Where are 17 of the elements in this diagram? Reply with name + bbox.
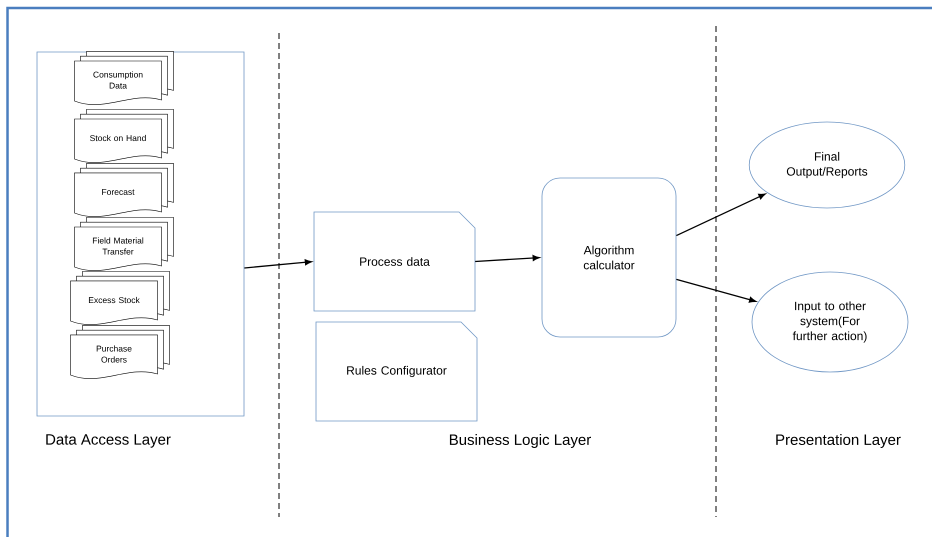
arrow — [676, 193, 766, 236]
document-stack: Excess Stock — [70, 271, 170, 325]
arrow — [475, 255, 540, 262]
layer-label: Business Logic Layer — [450, 434, 591, 448]
document-stack: Consumption Data — [74, 51, 174, 105]
document-stack: Field Material Transfer — [74, 217, 174, 271]
document-stack: Forecast — [74, 163, 174, 217]
arrow — [676, 278, 756, 303]
process-box: Rules Configurator — [316, 322, 478, 422]
arrow — [244, 259, 312, 269]
document-stack: Purchase Orders — [70, 325, 170, 379]
layer-label: Data Access Layer — [46, 434, 171, 448]
layer-panel — [36, 52, 244, 416]
process-box: Algorithm calculator — [542, 178, 676, 338]
process-box: Process data — [314, 212, 476, 312]
layer-label: Presentation Layer — [776, 434, 901, 448]
document-stack: Stock on Hand — [74, 109, 174, 163]
